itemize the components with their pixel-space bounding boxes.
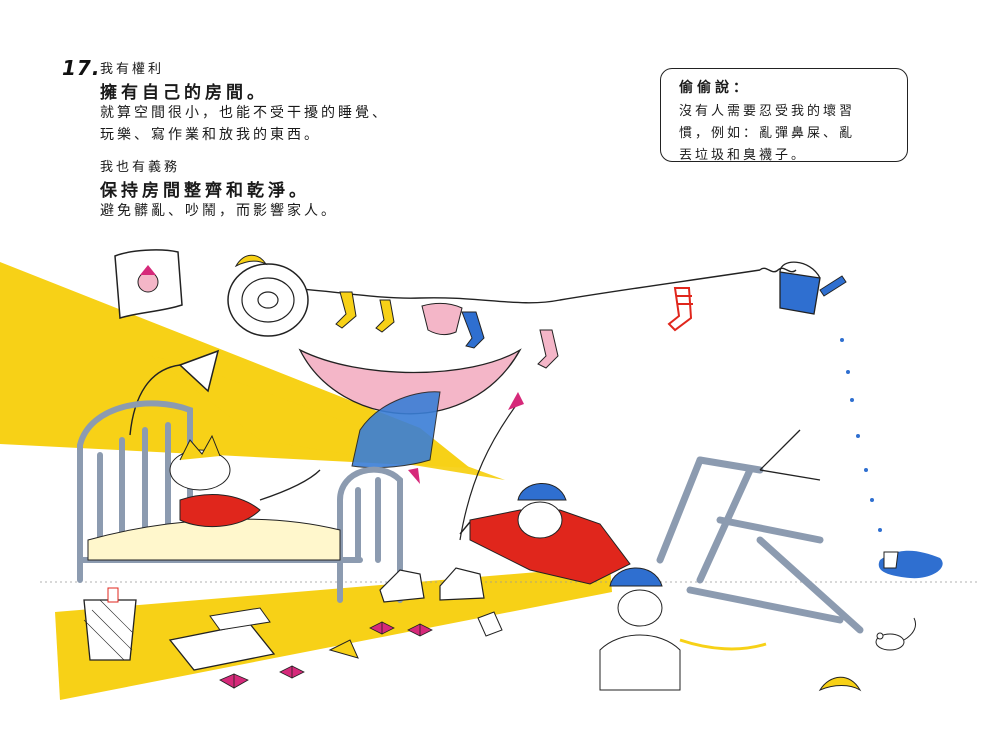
watering-can-icon	[779, 261, 847, 315]
trash-bin-icon	[83, 587, 137, 661]
cup-icon	[477, 611, 503, 637]
explorer-icon-2	[599, 567, 767, 691]
picture-frame-icon	[114, 249, 183, 319]
clothesline-icon	[239, 269, 761, 304]
duty-detail: 避免髒亂、吵鬧，而影響家人。	[100, 203, 338, 219]
sleeping-person-icon	[169, 434, 321, 528]
mouse-icon	[875, 617, 917, 651]
spotlight-beam-lower	[55, 566, 612, 700]
chair-icon	[656, 456, 864, 634]
red-sock-icon	[667, 287, 693, 332]
banana-peel-icon-2	[818, 676, 862, 692]
note-line-3: 丟垃圾和臭襪子。	[679, 148, 808, 163]
item-number: 17.	[62, 56, 101, 80]
lamp-icon	[129, 349, 220, 436]
duty-intro: 我也有義務	[100, 160, 181, 175]
note-title: 偷偷說：	[679, 80, 751, 96]
duty-heading: 保持房間整齊和乾淨。	[100, 181, 310, 201]
spotlight-beam-left	[0, 262, 470, 468]
note-line-2: 慣，例如：亂彈鼻屎、亂	[679, 126, 856, 141]
rights-detail-2: 玩樂、寫作業和放我的東西。	[100, 127, 321, 143]
rights-intro: 我有權利	[100, 62, 165, 77]
banana-peel-icon	[234, 254, 268, 268]
target-icon	[227, 263, 309, 337]
note-line-1: 沒有人需要忍受我的壞習	[679, 104, 856, 119]
secret-note-box: 偷偷說： 沒有人需要忍受我的壞習 慣，例如：亂彈鼻屎、亂 丟垃圾和臭襪子。	[660, 68, 908, 163]
sneakers-icon	[379, 567, 485, 603]
explorer-icon	[459, 483, 631, 585]
sock-icon	[335, 291, 357, 329]
hammock-icon	[298, 348, 522, 469]
rights-heading: 擁有自己的房間。	[100, 83, 268, 103]
pizza-box-icon	[168, 607, 359, 671]
underwear-icon	[421, 302, 463, 336]
rights-detail-1: 就算空間很小，也能不受干擾的睡覺、	[100, 105, 389, 121]
